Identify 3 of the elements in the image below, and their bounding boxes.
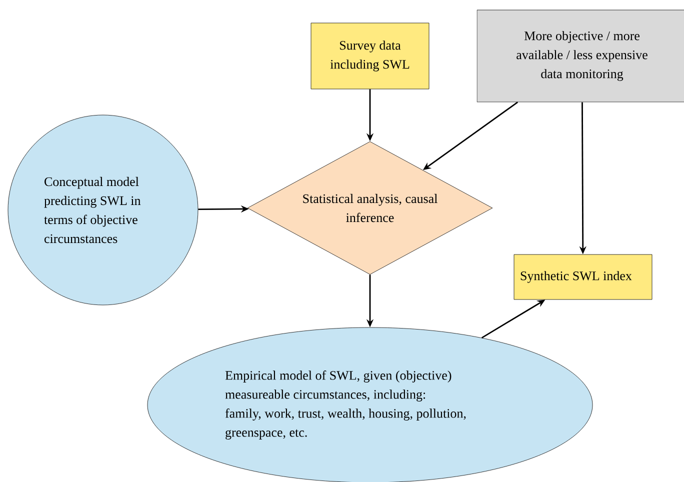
data-box: More objective / more available / less expensive data monitoring (476, 10, 684, 102)
output-box: Synthetic SWL index (514, 254, 652, 300)
data-box: Survey data including SWL (310, 22, 430, 90)
